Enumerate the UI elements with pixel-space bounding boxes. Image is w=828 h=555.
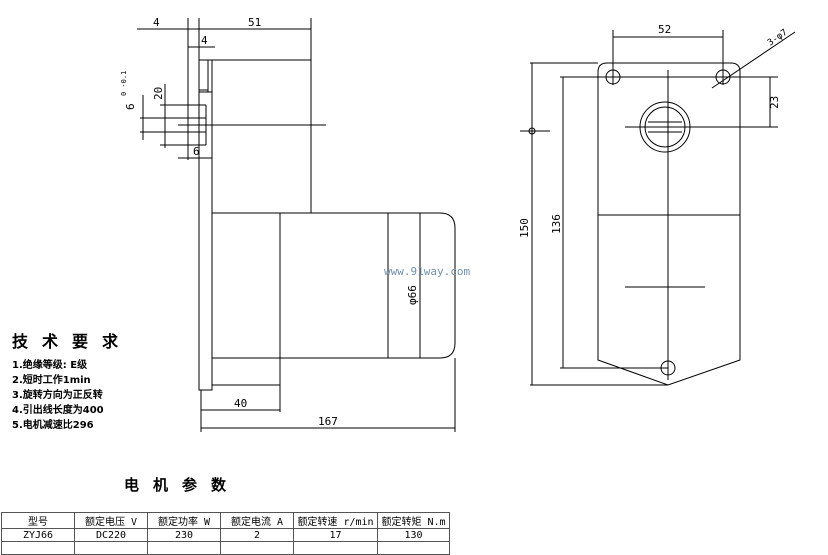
dim-height: 150 bbox=[518, 218, 531, 238]
dim-base: 40 bbox=[234, 397, 247, 410]
cell-speed: 17 bbox=[293, 528, 378, 542]
empty-cell bbox=[1, 541, 75, 555]
requirement-item: 3.旋转方向为正反转 bbox=[12, 390, 103, 401]
dim-hole-spacing: 52 bbox=[658, 23, 671, 36]
cell-current: 2 bbox=[220, 528, 294, 542]
requirements-list: 1.绝缘等级: E级 2.短时工作1min 3.旋转方向为正反转 4.引出线长度… bbox=[12, 358, 104, 433]
table-header-row: 型号 额定电压 V 额定功率 W 额定电流 A 额定转速 r/min 额定转矩 … bbox=[1, 512, 450, 529]
table-row-empty bbox=[1, 541, 450, 555]
empty-cell bbox=[293, 541, 378, 555]
cell-model: ZYJ66 bbox=[1, 528, 75, 542]
side-view bbox=[137, 18, 456, 432]
params-table: 型号 额定电压 V 额定功率 W 额定电流 A 额定转速 r/min 额定转矩 … bbox=[1, 512, 450, 555]
dim-shaft-diameter: 6 bbox=[124, 103, 137, 110]
dim-shaft-flat: 6 bbox=[193, 145, 200, 158]
front-view bbox=[520, 30, 796, 386]
dim-center-offset: 23 bbox=[768, 96, 781, 109]
dim-shaft-length: 20 bbox=[152, 87, 165, 100]
cell-power: 230 bbox=[147, 528, 221, 542]
dim-motor-diameter: φ66 bbox=[406, 285, 419, 305]
requirement-item: 1.绝缘等级: E级 bbox=[12, 360, 88, 371]
dim-top-left: 4 bbox=[153, 16, 160, 29]
empty-cell bbox=[147, 541, 221, 555]
empty-cell bbox=[377, 541, 450, 555]
requirement-item: 4.引出线长度为400 bbox=[12, 405, 104, 416]
dim-shaft-tolerance: 0 -0.1 bbox=[120, 71, 128, 96]
dim-top-width: 51 bbox=[248, 16, 261, 29]
watermark: www.91way.com bbox=[384, 265, 471, 278]
empty-cell bbox=[74, 541, 148, 555]
dim-flange: 4 bbox=[201, 34, 208, 47]
table-row: ZYJ66 DC220 230 2 17 130 bbox=[1, 528, 450, 542]
dim-hole-height: 136 bbox=[550, 214, 563, 234]
dim-holes: 3-φ7 bbox=[766, 28, 790, 49]
header-cell: 额定转矩 N.m bbox=[377, 512, 450, 529]
requirements-title: 技术要求 bbox=[12, 332, 133, 351]
params-title: 电机参数 bbox=[124, 476, 241, 494]
requirement-item: 2.短时工作1min bbox=[12, 375, 91, 386]
dim-total: 167 bbox=[318, 415, 338, 428]
cell-torque: 130 bbox=[377, 528, 450, 542]
header-cell: 额定电流 A bbox=[220, 512, 294, 529]
header-cell: 额定转速 r/min bbox=[293, 512, 378, 529]
requirement-item: 5.电机减速比296 bbox=[12, 420, 94, 431]
header-cell: 额定功率 W bbox=[147, 512, 221, 529]
cell-voltage: DC220 bbox=[74, 528, 148, 542]
header-cell: 额定电压 V bbox=[74, 512, 148, 529]
empty-cell bbox=[220, 541, 294, 555]
header-cell: 型号 bbox=[1, 512, 75, 529]
